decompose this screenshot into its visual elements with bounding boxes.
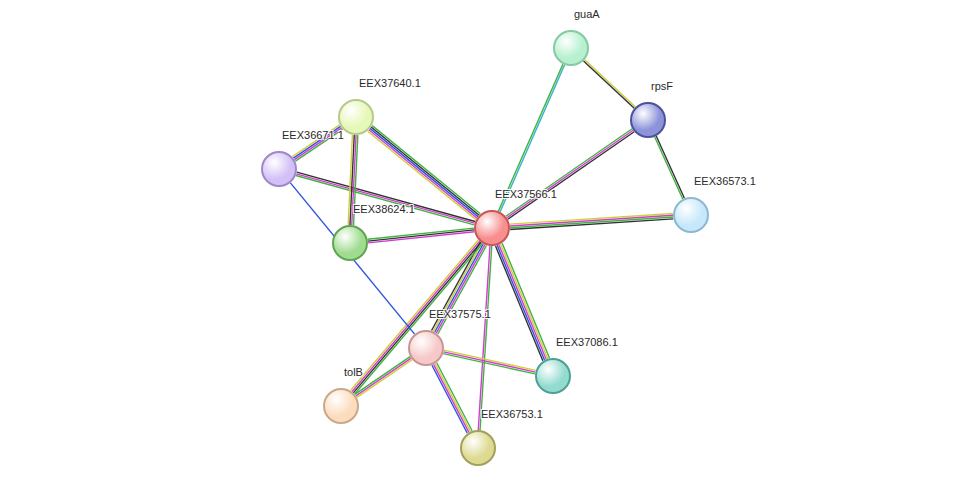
evidence-line: [368, 230, 474, 241]
protein-label: EEX37566.1: [495, 188, 557, 201]
evidence-line: [348, 135, 352, 225]
protein-label: EEX36671.1: [282, 129, 344, 142]
interaction-edge: [432, 363, 472, 434]
protein-node: EEX36573.1: [673, 197, 709, 233]
evidence-line: [444, 352, 536, 372]
protein-label: tolB: [344, 366, 363, 379]
evidence-line: [480, 246, 492, 430]
evidence-line: [435, 364, 470, 432]
evidence-line: [355, 357, 410, 395]
evidence-line: [584, 61, 635, 108]
protein-label: rpsF: [651, 80, 673, 93]
protein-node: EEX36753.1: [460, 430, 496, 466]
evidence-line: [496, 246, 543, 361]
evidence-line: [296, 174, 474, 223]
interaction-edge: [478, 246, 492, 430]
evidence-line: [508, 132, 634, 220]
protein-node: EEX37566.1: [474, 210, 510, 246]
evidence-line: [499, 245, 546, 360]
evidence-line: [497, 245, 544, 360]
protein-node: guaA: [553, 30, 589, 66]
interaction-edge: [496, 243, 550, 360]
evidence-line: [296, 176, 474, 225]
interaction-edge: [655, 136, 685, 199]
interaction-edge: [296, 172, 475, 225]
protein-label: EEX38624.1: [353, 203, 415, 216]
evidence-line: [357, 360, 412, 398]
evidence-line: [478, 246, 490, 430]
protein-label: EEX37086.1: [556, 336, 618, 349]
evidence-line: [656, 136, 684, 198]
protein-label: EEX37575.1: [429, 308, 491, 321]
evidence-line: [356, 358, 411, 396]
evidence-line: [437, 363, 472, 431]
protein-node: tolB: [323, 388, 359, 424]
evidence-line: [510, 219, 673, 230]
evidence-line: [443, 354, 535, 374]
evidence-line: [371, 127, 479, 215]
evidence-line: [432, 365, 467, 433]
protein-node: EEX38624.1: [332, 225, 368, 261]
interaction-edge: [368, 228, 475, 243]
evidence-line: [368, 228, 474, 239]
protein-label: guaA: [574, 8, 600, 21]
protein-label: EEX37640.1: [359, 77, 421, 90]
evidence-line: [502, 243, 549, 358]
evidence-line: [655, 137, 683, 199]
protein-label: EEX36573.1: [694, 175, 756, 188]
interaction-edge: [510, 213, 673, 229]
interaction-edge: [584, 60, 636, 109]
evidence-line: [506, 129, 632, 217]
evidence-line: [290, 183, 414, 334]
evidence-line: [434, 364, 469, 432]
interaction-edge: [506, 129, 634, 219]
interaction-edge: [443, 350, 536, 374]
protein-node: EEX37086.1: [535, 358, 571, 394]
interaction-edge: [355, 357, 412, 398]
evidence-line: [510, 217, 673, 228]
evidence-line: [501, 244, 548, 359]
evidence-line: [297, 172, 475, 221]
protein-label: EEX36753.1: [481, 408, 543, 421]
protein-node: EEX36671.1: [261, 151, 297, 187]
evidence-line: [444, 350, 536, 370]
protein-node: EEX37575.1: [408, 330, 444, 366]
evidence-line: [507, 130, 633, 218]
protein-node: rpsF: [630, 102, 666, 138]
interaction-edge: [290, 183, 414, 334]
evidence-line: [585, 60, 636, 107]
